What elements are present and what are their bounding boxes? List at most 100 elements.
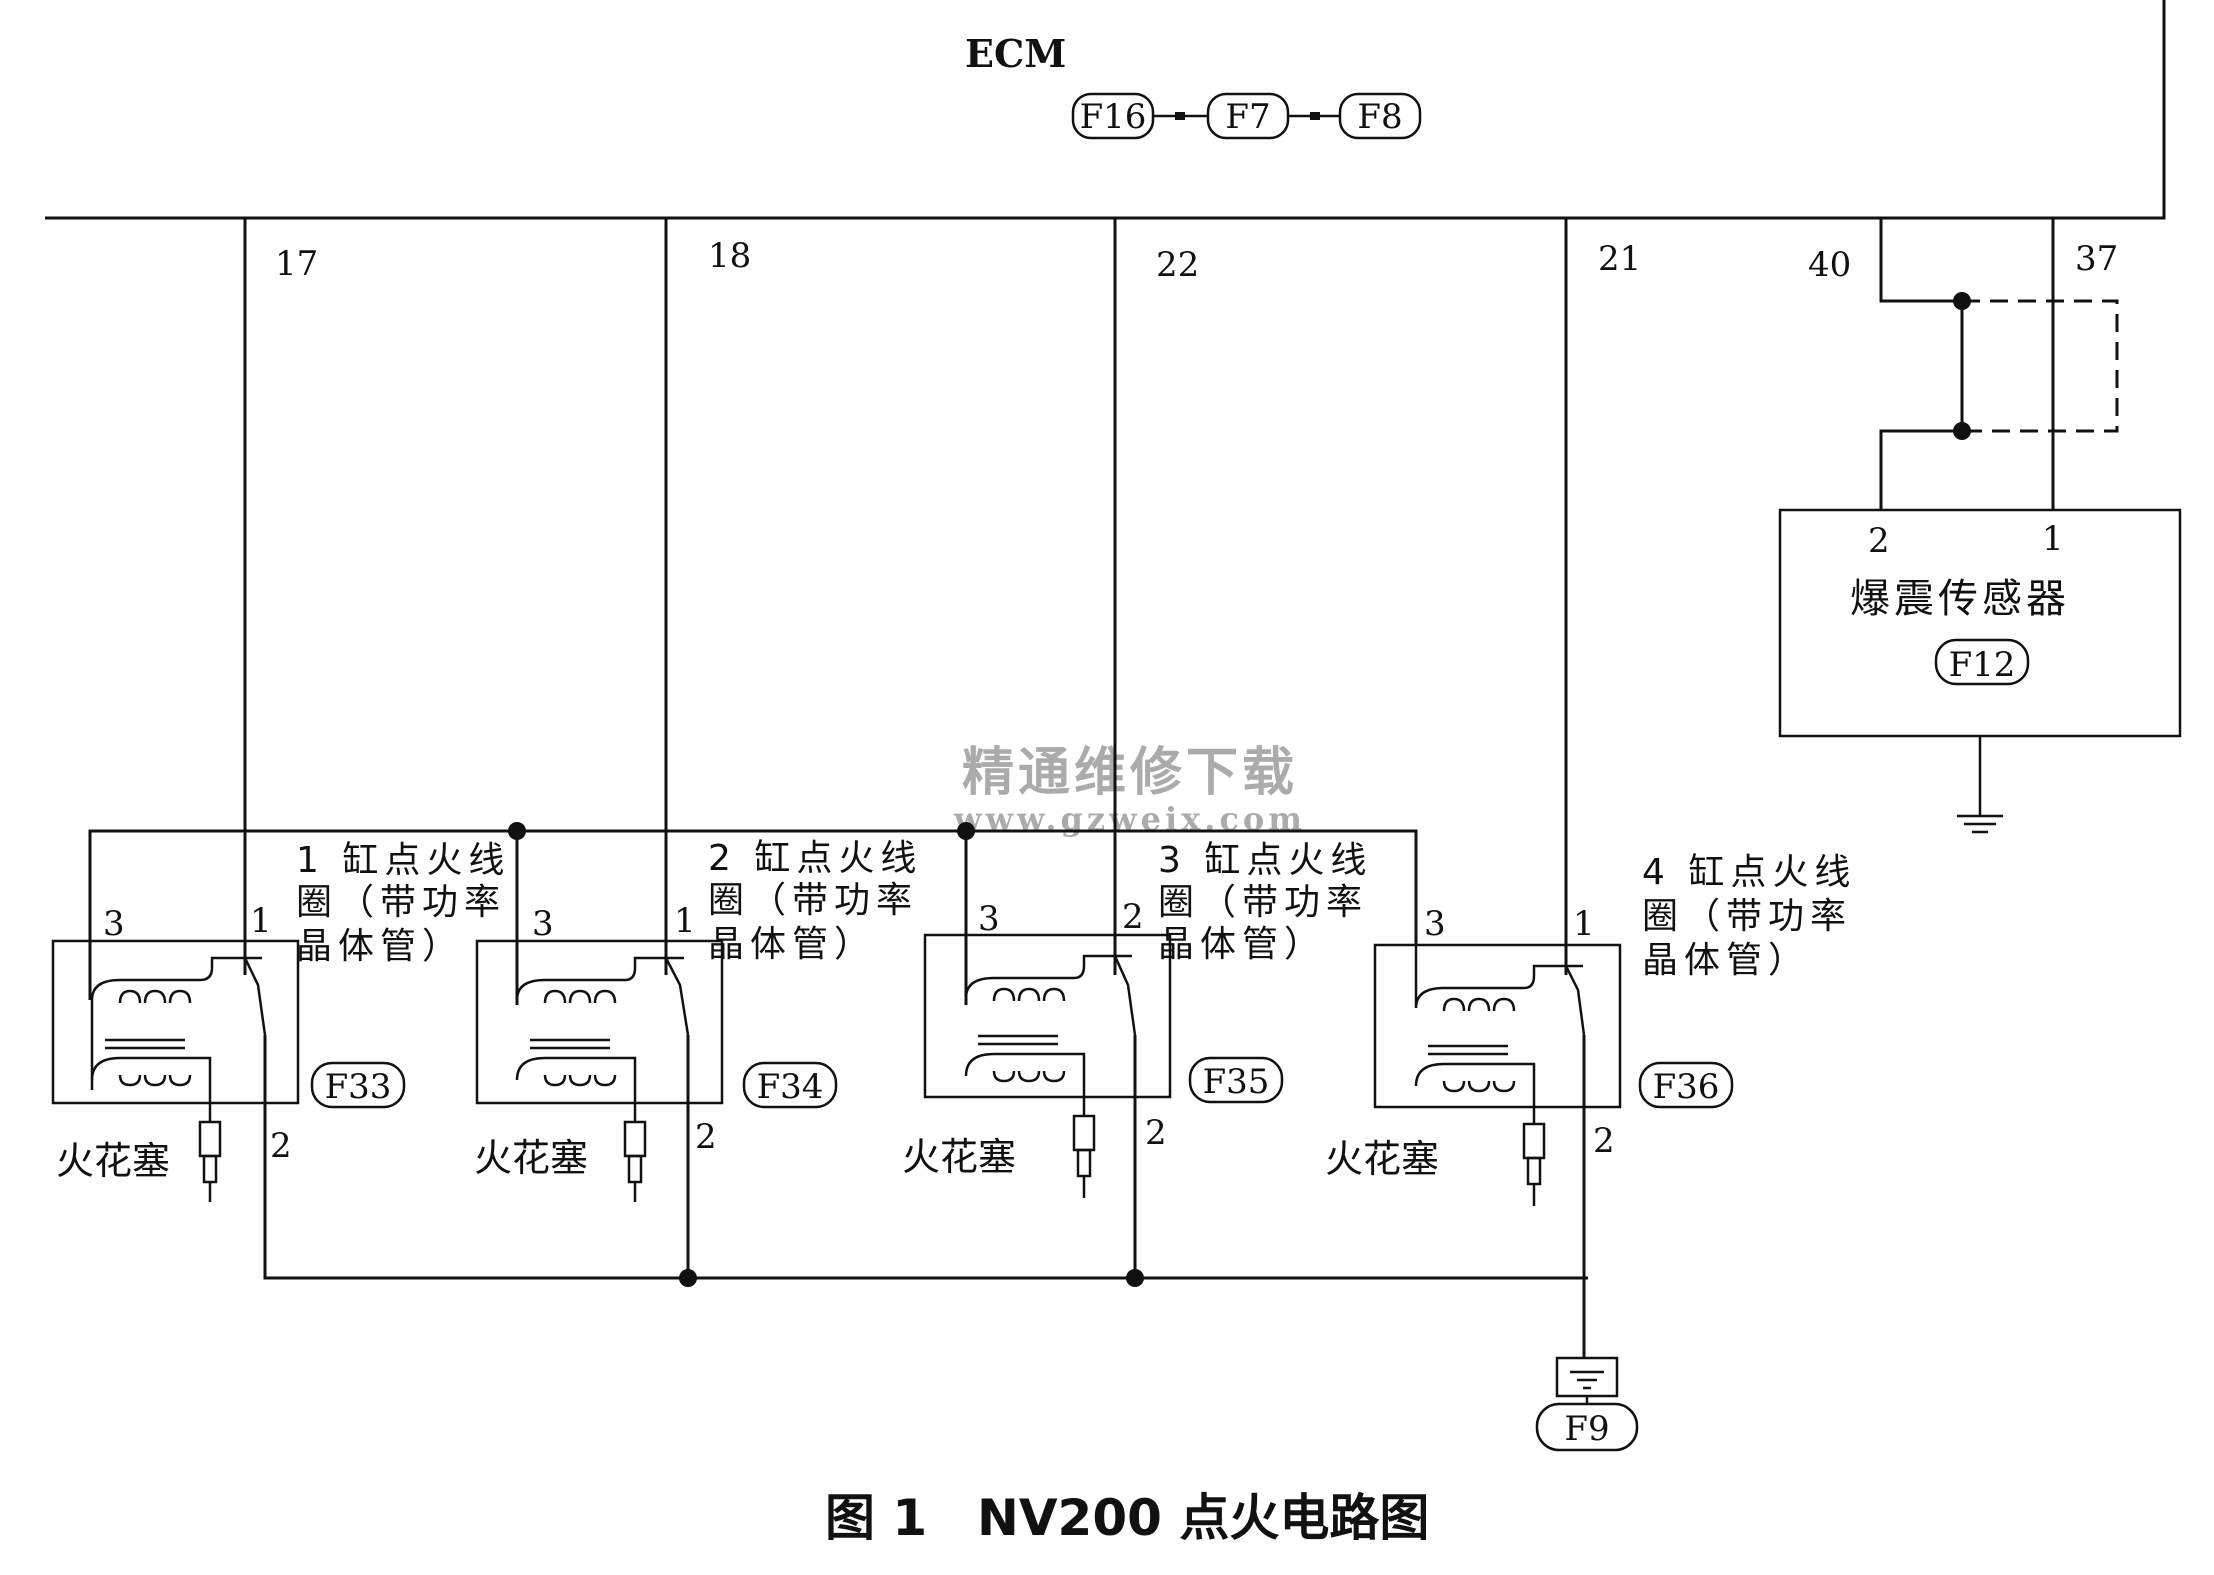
- watermark-url: www.gzweix.com: [953, 800, 1306, 838]
- coil-title-line3: 晶体管）: [1642, 940, 1810, 981]
- spark-plug-body: [1072, 1114, 1096, 1152]
- coil-housing: [1373, 943, 1622, 1109]
- coil-primary: [515, 956, 666, 1005]
- knock-sensor-pin-2: 2: [1868, 521, 1890, 561]
- transistor: [1564, 965, 1586, 1036]
- coil-pin-3: 3: [1424, 904, 1446, 944]
- ignition-coil-4: 3 1 2 F36 4 缸点火线 圈（带功率 晶体管） 火花塞: [1325, 852, 1856, 1206]
- coil-title-line2: 圈（带功率: [1158, 882, 1368, 923]
- ecm-label: ECM: [965, 31, 1066, 76]
- coil-pin-2: 2: [1145, 1113, 1167, 1153]
- coil-secondary: [1414, 1062, 1536, 1096]
- ground-bus: F9: [263, 1035, 1639, 1452]
- pin-18-label: 18: [708, 236, 751, 276]
- coil-secondary: [964, 1052, 1086, 1086]
- coil-connector-label: F35: [1203, 1062, 1270, 1102]
- pin-17-label: 17: [275, 244, 318, 284]
- connector-f16-label: F16: [1080, 97, 1147, 137]
- coil-title-line1: 4 缸点火线: [1642, 852, 1856, 893]
- coil-connector-label: F33: [325, 1067, 392, 1107]
- junction-dot: [1953, 292, 1971, 310]
- secondary-winding: [118, 1074, 192, 1087]
- coil-pin-1: 1: [250, 901, 272, 941]
- junction-dot: [1953, 422, 1971, 440]
- ground-symbol-box: [1555, 1356, 1619, 1398]
- spark-plug-label: 火花塞: [1325, 1137, 1439, 1181]
- power-bus-line: [88, 829, 1418, 1000]
- primary-winding: [543, 989, 617, 1004]
- ground-bus-line: [263, 1035, 1588, 1280]
- coil-pin-1: 1: [1573, 904, 1595, 944]
- junction-dot: [957, 822, 975, 840]
- primary-winding: [992, 987, 1066, 1002]
- primary-winding: [118, 989, 192, 1004]
- transistor: [243, 957, 267, 1036]
- coil-connector-badge: [1188, 1056, 1284, 1104]
- knock-sensor-label: 爆震传感器: [1850, 576, 2070, 622]
- connector-link-dot: [1175, 112, 1185, 120]
- spark-plug-label: 火花塞: [56, 1139, 170, 1183]
- coil-housing: [475, 939, 724, 1105]
- spark-plug-tip: [627, 1154, 643, 1184]
- coil-secondary: [515, 1056, 637, 1090]
- watermark-text: 精通维修下载: [962, 743, 1298, 803]
- knock-sensor: 2 1 爆震传感器 F12: [1778, 218, 2182, 834]
- pin-22-label: 22: [1156, 245, 1199, 285]
- spark-plug-label: 火花塞: [474, 1136, 588, 1180]
- coil-pin-1: 2: [1122, 897, 1144, 937]
- wire-sensor-pin-2: [1879, 429, 1962, 510]
- connector-f8-badge: [1338, 92, 1422, 140]
- ignition-coil-2: 3 1 2 F34 2 缸点火线 圈（带功率 晶体管） 火花塞: [474, 838, 922, 1202]
- coil-title-line3: 晶体管）: [296, 926, 464, 967]
- ignition-coil-1: 3 1 2 F33 1 缸点火线 圈（带功率 晶体管） 火花塞: [51, 840, 510, 1202]
- coil-pin-3: 3: [978, 899, 1000, 939]
- knock-sensor-connector-label: F12: [1949, 645, 2016, 685]
- junction-dot: [679, 1269, 697, 1287]
- ecm-block: ECM F16 F7 F8: [45, 0, 2166, 220]
- connector-link-dot: [1310, 112, 1320, 120]
- spark-plug-tip: [202, 1154, 218, 1184]
- coil-pin-3: 3: [532, 904, 554, 944]
- knock-sensor-connector-badge: [1934, 638, 2030, 686]
- coil-primary: [1414, 945, 1566, 1009]
- secondary-winding: [543, 1074, 617, 1087]
- coil-title-line1: 1 缸点火线: [296, 840, 510, 881]
- primary-winding: [1442, 997, 1516, 1012]
- ignition-coil-3: 3 2 2 F35 3 缸点火线 圈（带功率 晶体管） 火花塞: [902, 840, 1368, 1198]
- pin-40-label: 40: [1808, 245, 1851, 285]
- coil-title-line3: 晶体管）: [1158, 924, 1326, 965]
- watermark: 精通维修下载 www.gzweix.com: [953, 743, 1306, 838]
- spark-plug-body: [198, 1120, 222, 1158]
- transistor: [664, 957, 690, 1036]
- coil-connector-label: F34: [757, 1067, 824, 1107]
- junction-dot: [508, 822, 526, 840]
- spark-plug-tip: [1526, 1156, 1542, 1186]
- secondary-winding: [1442, 1080, 1516, 1093]
- coil-pin-2: 2: [1593, 1121, 1615, 1161]
- spark-plug-label: 火花塞: [902, 1135, 1016, 1179]
- coil-connector-badge: [310, 1061, 406, 1109]
- coil-title-line2: 圈（带功率: [1642, 896, 1852, 937]
- ecm-boundary: [45, 0, 2166, 220]
- coil-pin-2: 2: [695, 1117, 717, 1157]
- knock-sensor-box: [1778, 508, 2182, 738]
- connector-f8-label: F8: [1357, 97, 1402, 137]
- ground-connector-label: F9: [1564, 1409, 1609, 1449]
- figure-title: NV200 点火电路图: [977, 1489, 1429, 1547]
- coil-title-line1: 2 缸点火线: [708, 838, 922, 879]
- coil-housing: [51, 939, 300, 1105]
- spark-plug-tip: [1076, 1148, 1092, 1178]
- transistor: [1113, 955, 1137, 1036]
- knock-sensor-pin-1: 1: [2042, 519, 2064, 559]
- spark-plug-body: [1522, 1122, 1546, 1160]
- pin-37-label: 37: [2075, 239, 2118, 279]
- coil-pin-1: 1: [674, 901, 696, 941]
- figure-number: 图 1: [825, 1489, 927, 1547]
- coil-title-line3: 晶体管）: [708, 924, 876, 965]
- coil-connector-badge: [742, 1061, 838, 1109]
- coil-connector-badge: [1638, 1061, 1734, 1109]
- shield-dashed: [1962, 299, 2119, 433]
- coil-title-line2: 圈（带功率: [708, 880, 918, 921]
- coil-pin-3: 3: [103, 904, 125, 944]
